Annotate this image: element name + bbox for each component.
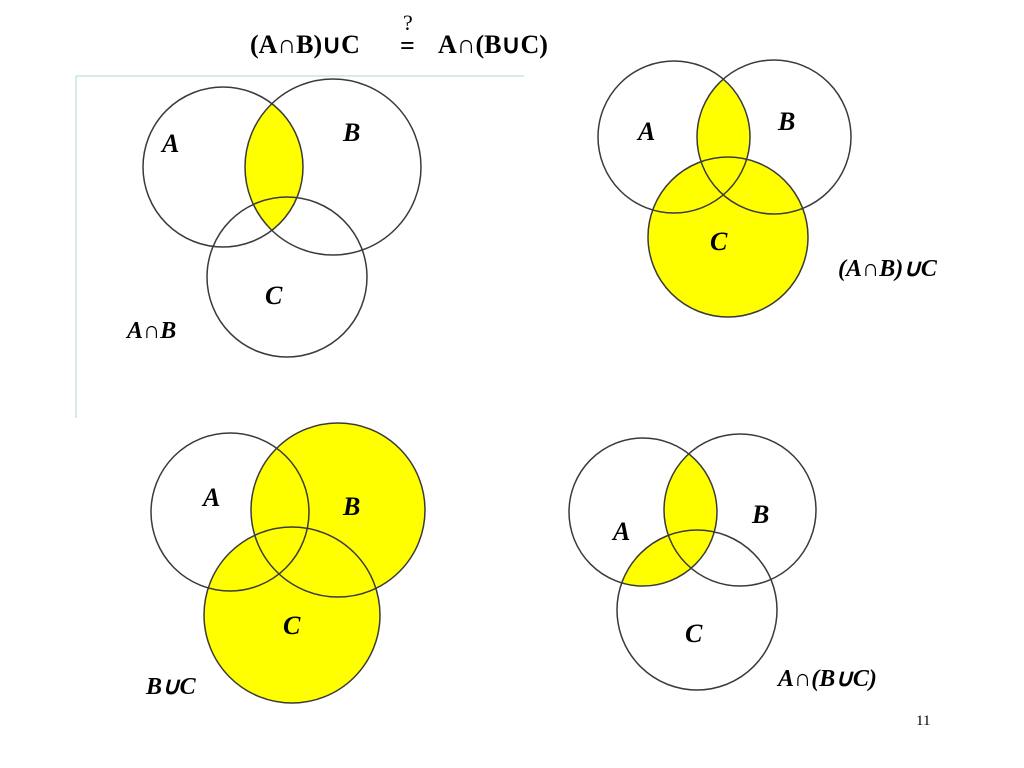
venn-diagram-a-intersect-b: A B C A∩B	[125, 78, 422, 358]
shaded-region-a-intersect-b	[664, 438, 717, 586]
set-a-label: A	[201, 483, 220, 512]
set-a-label: A	[636, 117, 655, 146]
set-b-label: B	[777, 107, 795, 136]
diagram-caption: B∪C	[145, 674, 197, 700]
set-c-label: C	[710, 227, 728, 256]
set-b-label: B	[342, 118, 360, 147]
page-number: 11	[916, 713, 930, 729]
title-equals-sign: =	[400, 31, 415, 60]
set-b-circle	[663, 433, 817, 587]
set-c-circle	[647, 156, 809, 318]
set-a-circle	[150, 432, 310, 592]
title-question-mark: ?	[403, 10, 413, 35]
set-b-circle	[696, 59, 852, 215]
title-right-expression: A∩(B∪C)	[438, 30, 548, 59]
diagram-caption: (A∩B)∪C	[838, 256, 938, 282]
venn-diagram-b-union-c: A B C B∪C	[145, 422, 426, 704]
set-a-label: A	[611, 517, 630, 546]
set-c-label: C	[265, 281, 283, 310]
set-b-label: B	[751, 500, 769, 529]
shaded-region-a-intersect-c	[617, 530, 717, 586]
set-a-label: A	[160, 129, 179, 158]
title-left-expression: (A∩B)∪C	[250, 30, 360, 59]
shaded-region-a-intersect-b	[697, 61, 750, 213]
set-c-circle	[203, 526, 381, 704]
shaded-region-c	[648, 157, 808, 317]
set-b-circle	[244, 78, 422, 256]
set-c-label: C	[685, 619, 703, 648]
set-c-label: C	[283, 611, 301, 640]
set-a-circle	[597, 60, 751, 214]
shaded-region-c	[204, 527, 380, 703]
set-b-label: B	[342, 492, 360, 521]
set-b-circle	[250, 422, 426, 598]
set-a-circle	[568, 437, 718, 587]
diagram-caption: A∩(B∪C)	[776, 666, 877, 692]
set-a-circle	[142, 86, 304, 248]
set-c-circle	[206, 196, 368, 358]
set-c-circle	[616, 529, 778, 691]
venn-diagram-a-intersect-b-union-c-group: A B C A∩(B∪C)	[568, 433, 877, 692]
venn-diagram-a-intersect-b-union-c: A B C (A∩B)∪C	[597, 59, 938, 318]
diagram-caption: A∩B	[125, 318, 176, 344]
shaded-region-a-intersect-b	[245, 87, 303, 247]
